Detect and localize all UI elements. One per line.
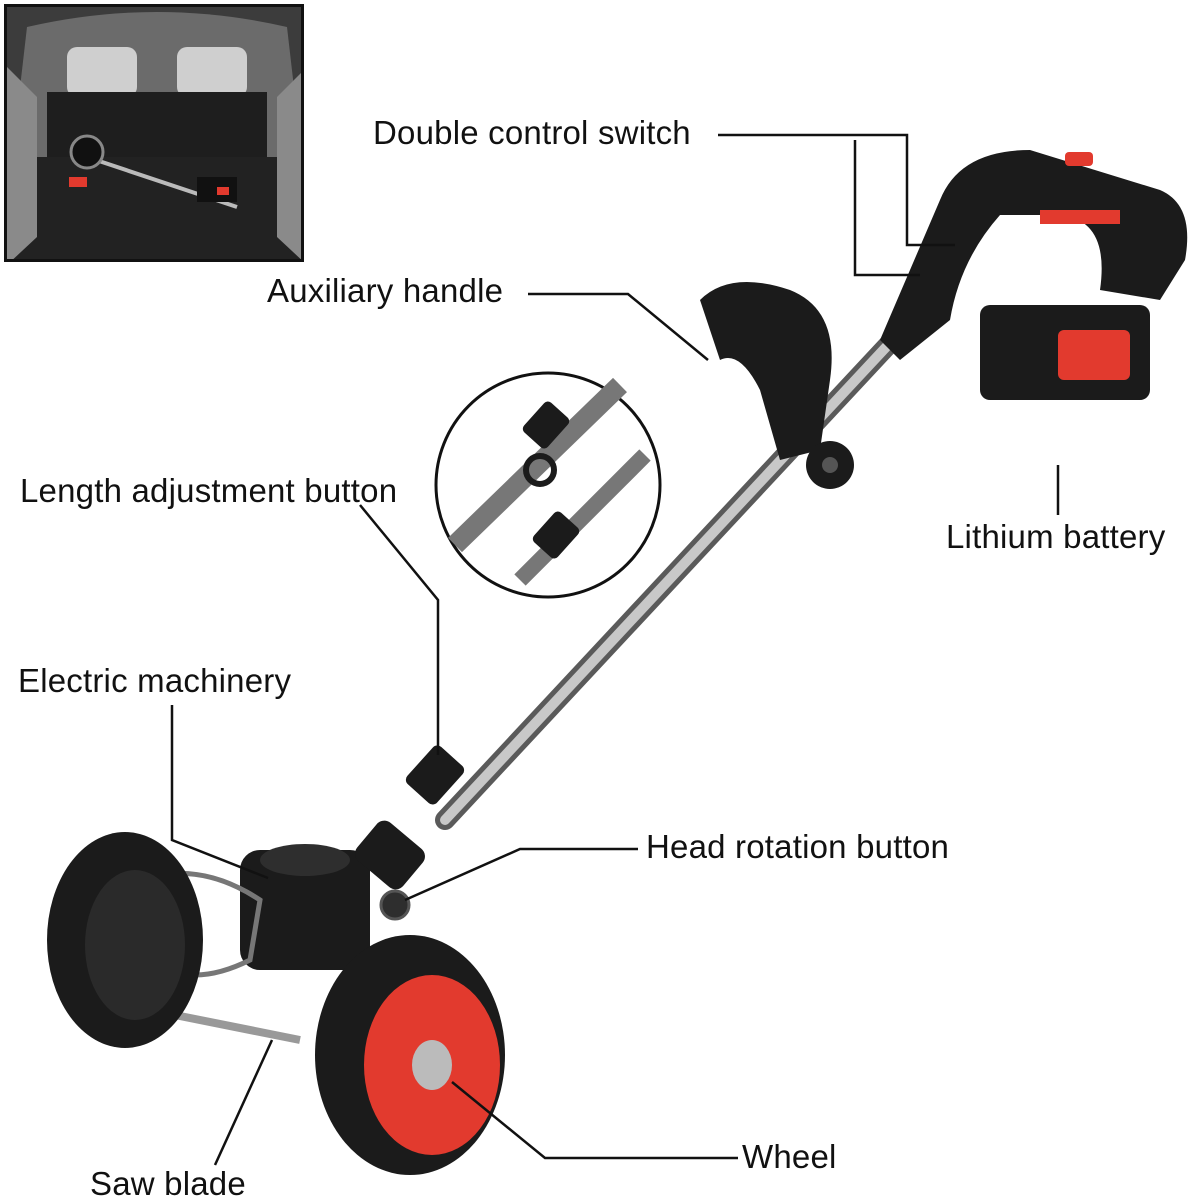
left-wheel-hub xyxy=(85,870,185,1020)
label-saw-blade: Saw blade xyxy=(90,1165,246,1202)
leader-electric-machinery xyxy=(170,705,269,880)
motor-housing xyxy=(240,850,370,970)
double-switch-trigger xyxy=(1065,152,1093,166)
label-wheel: Wheel xyxy=(742,1138,837,1175)
label-electric-machinery: Electric machinery xyxy=(18,662,292,699)
detail-pole-lower xyxy=(514,449,651,586)
main-handle-shape xyxy=(880,150,1188,360)
head-rotation-knob xyxy=(379,889,411,921)
head-joint xyxy=(355,820,425,890)
leader-wheel xyxy=(451,1081,738,1160)
detail-lock-lower xyxy=(532,511,580,559)
label-double-control-switch: Double control switch xyxy=(373,114,691,151)
pole-highlight xyxy=(440,295,935,825)
leader-lines xyxy=(170,133,1060,1166)
car-trunk-inset-photo xyxy=(4,4,304,262)
label-lithium-battery: Lithium battery xyxy=(946,518,1166,555)
leader-auxiliary-handle xyxy=(528,292,709,361)
leader-length-adjust xyxy=(359,504,440,755)
auxiliary-handle-knob xyxy=(822,457,838,473)
detail-collar xyxy=(523,453,557,487)
car-trunk-illustration xyxy=(7,7,301,259)
leader-saw-blade xyxy=(213,1039,274,1166)
leader-double-switch-a xyxy=(718,133,955,247)
battery-label-panel xyxy=(1058,330,1130,380)
leader-double-switch-b xyxy=(853,140,920,277)
right-wheel-axle xyxy=(412,1040,452,1090)
motor-cap xyxy=(260,844,350,876)
detail-lock-upper xyxy=(522,401,570,449)
auxiliary-handle-shape xyxy=(700,282,832,460)
detail-pole-upper xyxy=(448,377,627,553)
label-length-adjustment-button: Length adjustment button xyxy=(20,472,398,509)
length-lock-body xyxy=(405,745,465,805)
handle-red-trim xyxy=(1040,210,1120,224)
label-head-rotation-button: Head rotation button xyxy=(646,828,950,865)
label-auxiliary-handle: Auxiliary handle xyxy=(267,272,504,309)
leader-head-rotation xyxy=(404,847,638,902)
